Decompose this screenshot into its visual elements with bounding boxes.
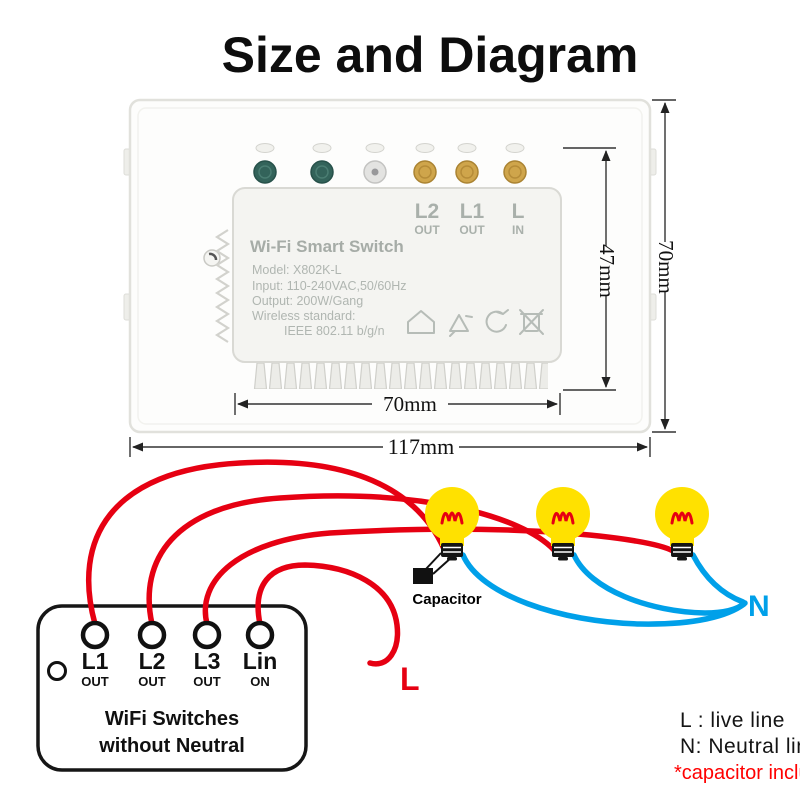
dim-label-module-width: 70mm <box>383 392 437 416</box>
spec-output: Output: 200W/Gang <box>252 294 363 308</box>
live-label: L <box>400 661 420 697</box>
circular-arrows-icon <box>485 309 509 333</box>
box-terminal-sublabel: OUT <box>138 674 166 689</box>
screw-green-detail <box>258 165 272 179</box>
mounting-hole-hook <box>208 252 218 261</box>
screw-silver-hole <box>371 168 379 176</box>
screw-slot <box>415 143 435 153</box>
screw-green <box>253 160 277 184</box>
terminal-sublabel: OUT <box>459 223 485 237</box>
screw-brass-detail <box>508 165 522 179</box>
capacitor-label: Capacitor <box>412 591 481 608</box>
bulb-1 <box>423 485 481 562</box>
dimension-module-width: 70mm <box>234 392 561 416</box>
wiring-diagram: Capacitor L1 OUT L2 OUT L3 OUT Lin ON Wi… <box>36 459 800 784</box>
neutral-wire-2 <box>571 552 748 616</box>
device-back-view: L2 OUT L1 OUT L IN Wi-Fi Smart Switch Mo… <box>123 98 657 434</box>
terminal-label: L1 <box>460 200 485 223</box>
screw-brass <box>413 160 437 184</box>
device-module <box>232 187 562 363</box>
legend-neutral: N: Neutral line <box>680 735 800 758</box>
screw-slot <box>505 143 525 153</box>
screw-brass-detail <box>418 165 432 179</box>
mounting-hole <box>203 249 221 267</box>
box-terminal-sublabel: OUT <box>81 674 109 689</box>
live-wire-input <box>255 562 401 667</box>
terminal-label: L2 <box>415 200 440 223</box>
screw-slot <box>255 143 275 153</box>
screw-green <box>310 160 334 184</box>
recycle-icon <box>449 314 473 337</box>
terminal-sublabel: IN <box>512 223 524 237</box>
screw-brass <box>455 160 479 184</box>
device-name: Wi-Fi Smart Switch <box>250 237 404 256</box>
device-plate-inner-line <box>137 107 643 425</box>
house-icon <box>407 310 435 334</box>
box-terminal-sublabel: OUT <box>193 674 221 689</box>
screw-slots <box>255 143 525 153</box>
terminal-ring-l1 <box>80 620 110 650</box>
screw-slot <box>365 143 385 153</box>
spec-wireless: Wireless standard: <box>252 309 356 323</box>
terminal-ring-l3 <box>192 620 222 650</box>
dim-label-module-height: 47mm <box>595 244 619 298</box>
terminal-sublabel: OUT <box>414 223 440 237</box>
box-terminals: L1 OUT L2 OUT L3 OUT Lin ON <box>47 620 278 689</box>
legend-note: *capacitor include <box>674 762 800 784</box>
certification-icons <box>407 309 544 337</box>
terminal-ring-l2 <box>137 620 167 650</box>
dim-label-plate-width: 117mm <box>388 434 454 459</box>
box-terminal-label: L1 <box>82 648 109 674</box>
switch-box <box>36 604 308 772</box>
screw-slot <box>312 143 332 153</box>
screw-slot <box>457 143 477 153</box>
spec-model: Model: X802K-L <box>252 263 342 277</box>
page-title: Size and Diagram <box>222 27 639 83</box>
terminal-label: L <box>512 200 525 223</box>
neutral-wire-3 <box>690 552 746 605</box>
dimension-plate-width: 117mm <box>129 434 651 459</box>
capacitor-body <box>413 568 433 584</box>
dimension-module-height: 47mm <box>563 147 619 391</box>
spec-input: Input: 110-240VAC,50/60Hz <box>252 279 407 293</box>
neutral-label: N <box>748 590 770 623</box>
bulb-2 <box>534 485 592 562</box>
live-wire-l2 <box>146 493 557 627</box>
bin-cross <box>519 309 544 335</box>
box-terminal-label: Lin <box>243 648 278 674</box>
capacitor <box>413 552 453 584</box>
heatsink-fins <box>253 363 548 389</box>
box-terminal-sublabel: ON <box>250 674 270 689</box>
terminal-screws <box>253 160 527 184</box>
dim-label-plate-height: 70mm <box>654 240 678 294</box>
live-wire-l3 <box>202 526 676 627</box>
screw-brass <box>503 160 527 184</box>
legend-live: L : live line <box>680 709 785 732</box>
screw-green-detail <box>315 165 329 179</box>
box-title-line1: WiFi Switches <box>105 708 239 730</box>
module-terminal-labels: L2 OUT L1 OUT L IN <box>414 200 524 237</box>
spec-ieee: IEEE 802.11 b/g/n <box>284 324 385 338</box>
dimension-plate-height: 70mm <box>652 99 678 433</box>
box-terminal-label: L3 <box>194 648 221 674</box>
indicator-hole <box>47 661 67 681</box>
module-print: Wi-Fi Smart Switch Model: X802K-L Input:… <box>250 237 407 338</box>
box-terminal-label: L2 <box>139 648 166 674</box>
screw-brass-detail <box>460 165 474 179</box>
side-fins-zigzag <box>214 229 231 343</box>
crossed-bin-icon <box>519 309 544 335</box>
box-title-line2: without Neutral <box>98 735 245 757</box>
terminal-ring-lin <box>245 620 275 650</box>
neutral-wire-1 <box>460 552 747 627</box>
capacitor-lead <box>424 552 442 571</box>
